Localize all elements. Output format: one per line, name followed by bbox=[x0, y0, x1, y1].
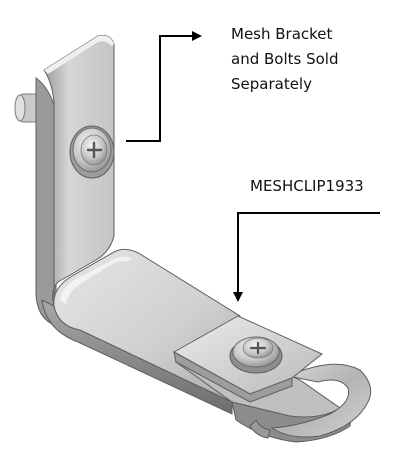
leader-line-mesh-bracket bbox=[126, 31, 202, 142]
mesh-clip bbox=[172, 315, 372, 443]
part-number-label: MESHCLIP1933 bbox=[250, 177, 364, 195]
mesh-bracket-note-line-3: Separately bbox=[231, 75, 312, 93]
mesh-bracket-note-line-2: and Bolts Sold bbox=[231, 50, 339, 68]
mesh-bracket-note-line-1: Mesh Bracket bbox=[231, 25, 333, 43]
upper-bolt-icon bbox=[69, 125, 115, 179]
mesh-bracket-note: Mesh Bracket and Bolts Sold Separately bbox=[231, 22, 338, 97]
leader-line-meshclip bbox=[233, 212, 380, 302]
bracket-base bbox=[41, 248, 241, 415]
lower-bolt-icon bbox=[229, 336, 283, 374]
